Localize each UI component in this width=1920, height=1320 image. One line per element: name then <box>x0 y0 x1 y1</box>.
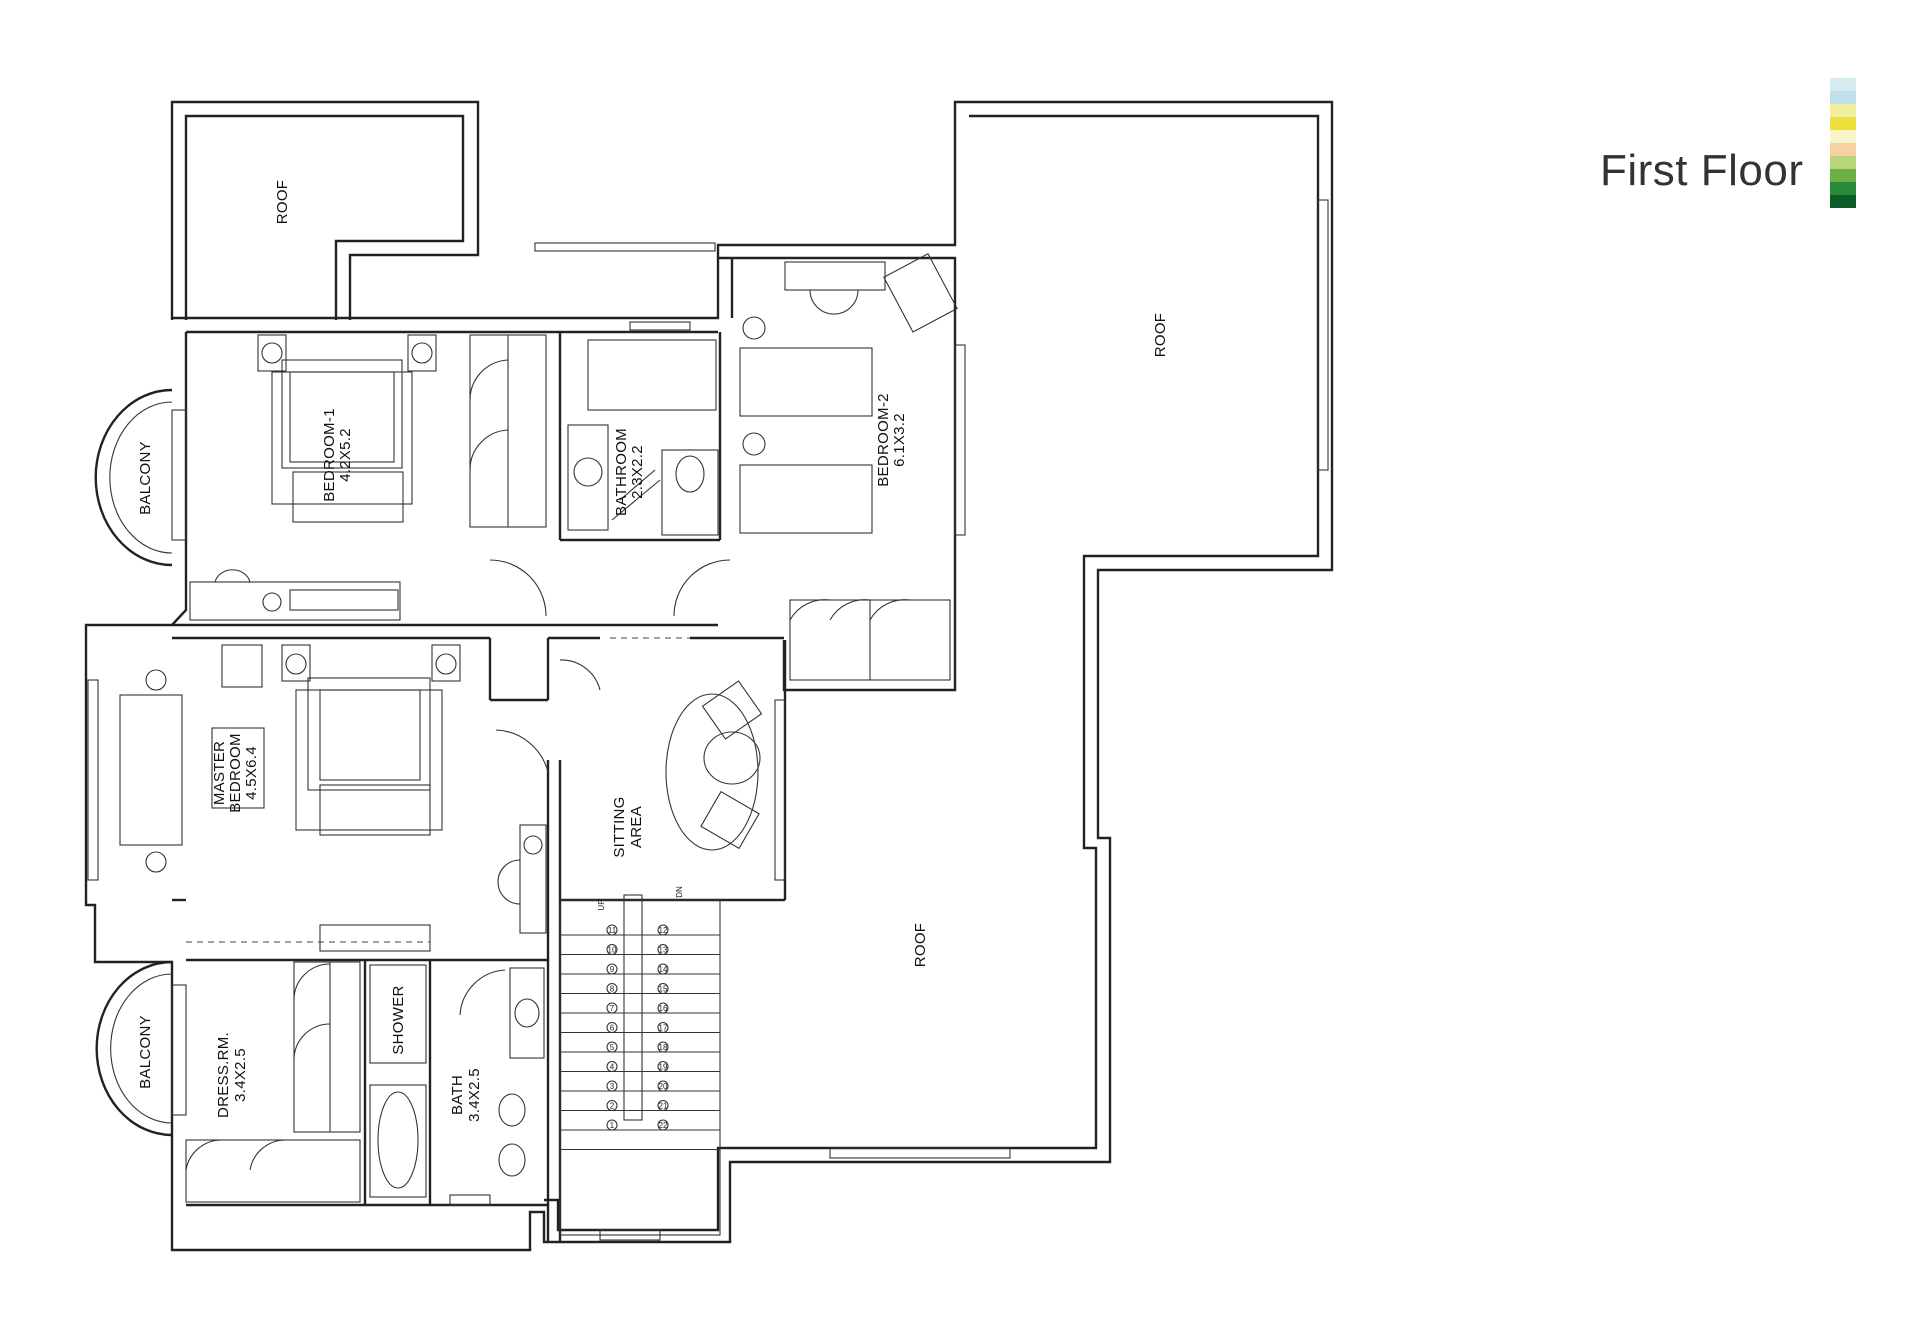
roof-label-right-upper: ROOF <box>1152 313 1169 358</box>
stair-step-right-number: 16 <box>659 1004 668 1013</box>
swatch-band-9 <box>1830 182 1856 195</box>
stair-step-left-marker <box>606 924 618 936</box>
bedroom2-size: 6.1X3.2 <box>891 413 908 467</box>
stair-step-left-number: 9 <box>610 965 615 974</box>
stair-step-left-number: 10 <box>608 946 617 955</box>
stair-step-right-number: 15 <box>659 985 668 994</box>
windows <box>87 199 1329 1241</box>
dressing-room-furniture <box>185 941 430 1203</box>
bath-fixtures <box>369 964 545 1198</box>
outer-walls <box>84 100 1334 1252</box>
balcony-lower <box>95 960 187 1137</box>
swatch-band-5 <box>1830 130 1856 143</box>
stair-step-left-marker <box>606 982 618 995</box>
stair-step-right-marker <box>657 1041 669 1053</box>
stair-step-left-marker <box>606 1099 618 1112</box>
sitting-area-line2: AREA <box>628 806 645 848</box>
master-bedroom-size: 4.5X6.4 <box>243 746 260 800</box>
stair-step-left-number: 1 <box>610 1121 615 1130</box>
roof-label-top-left: ROOF <box>274 180 291 225</box>
stair-step-right-marker <box>657 943 669 956</box>
stair-step-right-number: 13 <box>659 946 668 955</box>
doors <box>459 559 731 1016</box>
stair-step-right-marker <box>657 982 669 995</box>
swatch-band-1 <box>1830 78 1856 91</box>
swatch-band-4 <box>1830 117 1856 130</box>
stair-step-right-number: 18 <box>659 1043 668 1052</box>
bathroom-size: 2.3X2.2 <box>629 445 646 499</box>
swatch-band-3 <box>1830 104 1856 117</box>
master-bedroom-line2: BEDROOM <box>227 733 244 813</box>
color-legend-swatch <box>1830 78 1856 208</box>
stair-up-label: UP <box>597 899 606 910</box>
stair-step-left-number: 2 <box>610 1102 615 1111</box>
bathroom-fixtures <box>567 339 719 536</box>
swatch-band-6 <box>1830 143 1856 156</box>
dressing-room-name: DRESS.RM. <box>215 1032 232 1118</box>
bedroom1-size: 4.2X5.2 <box>337 428 354 482</box>
stair-step-left-marker <box>606 963 618 975</box>
stair-step-left-marker <box>606 1021 618 1034</box>
stair-step-right-number: 14 <box>659 965 668 974</box>
stair-step-right-marker <box>657 1119 669 1131</box>
stair-step-right-number: 22 <box>659 1121 668 1130</box>
stair-step-right-marker <box>657 1060 669 1073</box>
roof-label-right-lower: ROOF <box>912 923 929 968</box>
stair-step-right-marker <box>657 1080 669 1092</box>
balcony-label-upper: BALCONY <box>137 441 154 515</box>
floor-title: First Floor <box>1600 146 1804 195</box>
dressing-room-size: 3.4X2.5 <box>232 1048 249 1102</box>
stair-step-right-number: 12 <box>659 926 668 935</box>
sitting-area-furniture <box>665 680 763 851</box>
bath-size: 3.4X2.5 <box>466 1068 483 1122</box>
swatch-band-7 <box>1830 156 1856 169</box>
balcony-label-lower: BALCONY <box>137 1015 154 1089</box>
stair-step-left-number: 8 <box>610 985 615 994</box>
swatch-band-10 <box>1830 195 1856 208</box>
stair-step-right-marker <box>657 924 669 936</box>
stair-step-left-marker <box>606 1119 618 1131</box>
stair-step-right-marker <box>657 1099 669 1112</box>
master-bedroom-furniture <box>119 644 547 952</box>
stair-step-left-marker <box>606 943 618 956</box>
bedroom1-furniture <box>189 334 547 621</box>
stair-step-left-marker <box>606 1002 618 1014</box>
sitting-area-line1: SITTING <box>611 796 628 857</box>
bedroom2-name: BEDROOM-2 <box>875 393 892 487</box>
stair-step-left-number: 6 <box>610 1024 615 1033</box>
swatch-band-2 <box>1830 91 1856 104</box>
bedroom1-name: BEDROOM-1 <box>321 408 338 502</box>
balcony-upper <box>94 388 187 567</box>
stair-step-right-number: 20 <box>659 1082 668 1091</box>
stair-step-right-number: 21 <box>659 1102 668 1111</box>
stair-step-left-number: 4 <box>610 1063 615 1072</box>
stair-step-left-number: 11 <box>608 926 617 935</box>
stair-step-right-marker <box>657 963 669 975</box>
bath-name: BATH <box>449 1075 466 1115</box>
bathroom-name: BATHROOM <box>613 428 630 516</box>
stair-step-left-marker <box>606 1041 618 1053</box>
stair-step-left-marker <box>606 1060 618 1073</box>
swatch-band-8 <box>1830 169 1856 182</box>
stair-step-right-marker <box>657 1021 669 1034</box>
stair-dn-label: DN <box>675 886 684 898</box>
stair-step-left-number: 7 <box>610 1004 615 1013</box>
stair-step-left-number: 5 <box>610 1043 615 1052</box>
room-labels: ROOF ROOF ROOF BALCONY BALCONY BEDROOM-1… <box>137 180 1169 1122</box>
stair-step-left-marker <box>606 1080 618 1092</box>
stair-step-right-marker <box>657 1002 669 1014</box>
shower-label: SHOWER <box>390 985 407 1054</box>
stair-step-right-number: 19 <box>659 1063 668 1072</box>
bedroom2-furniture <box>739 253 958 681</box>
master-bedroom-line1: MASTER <box>211 741 228 805</box>
stair-step-right-number: 17 <box>659 1024 668 1033</box>
stair-step-left-number: 3 <box>610 1082 615 1091</box>
